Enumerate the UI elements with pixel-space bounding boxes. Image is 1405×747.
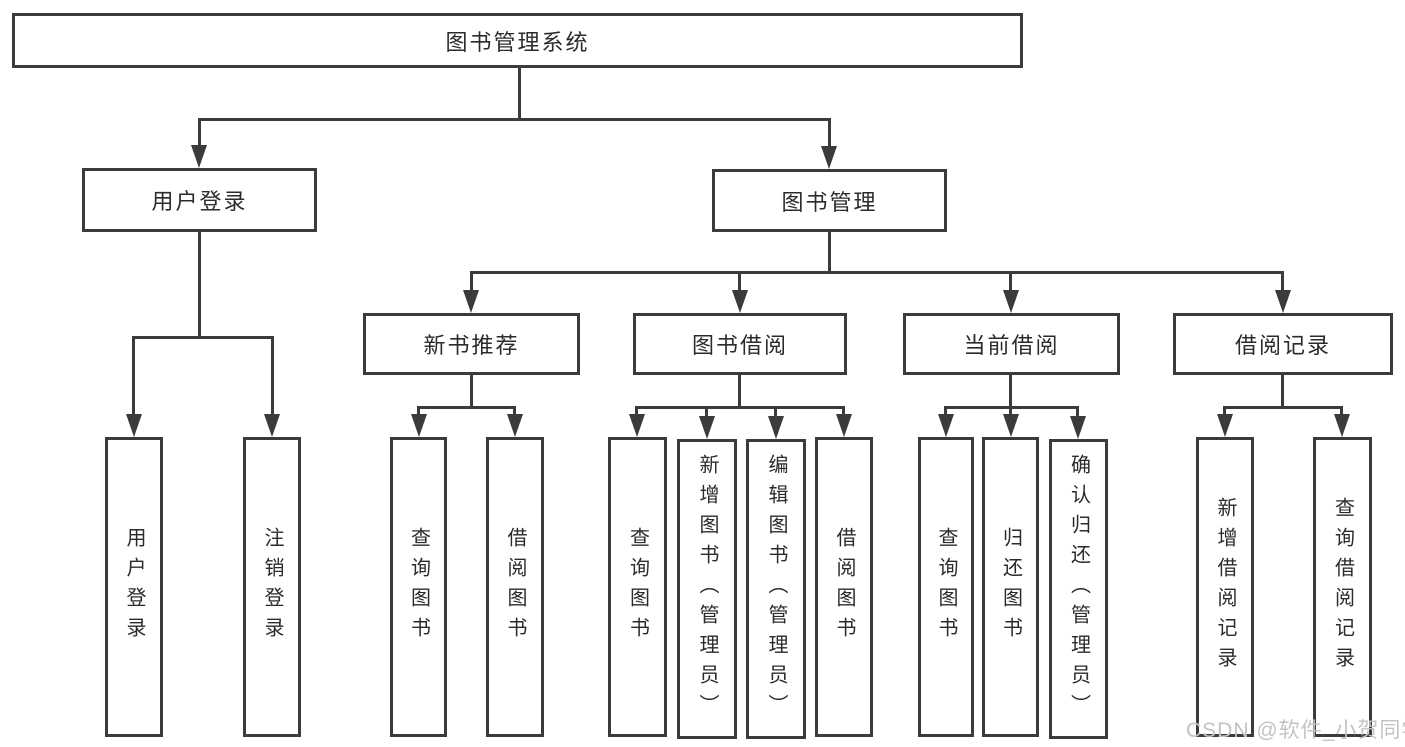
- node-book-borrow: 图书借阅: [633, 313, 847, 375]
- leaf-borrow-book: 借阅图书: [815, 437, 873, 737]
- leaf-label: 查询图书: [626, 527, 649, 647]
- connector-line: [1281, 271, 1284, 293]
- connector-line: [705, 406, 708, 417]
- leaf-label: 新增借阅记录: [1214, 497, 1236, 677]
- node-new-book: 新书推荐: [363, 313, 580, 375]
- arrowhead-down: [699, 416, 715, 439]
- leaf-newbook-borrow: 借阅图书: [486, 437, 544, 737]
- connector-line: [842, 406, 845, 417]
- connector-line: [1223, 406, 1343, 409]
- connector-line: [470, 271, 1284, 274]
- leaf-current-return: 归还图书: [982, 437, 1039, 737]
- leaf-label: 确认归还（管理员）: [1067, 454, 1090, 724]
- node-book-management: 图书管理: [712, 169, 947, 232]
- leaf-label: 借阅图书: [833, 527, 855, 647]
- leaf-newbook-query: 查询图书: [390, 437, 447, 737]
- connector-line: [518, 68, 521, 121]
- connector-line: [828, 232, 831, 274]
- connector-line: [198, 118, 201, 148]
- connector-line: [470, 271, 473, 293]
- connector-line: [132, 336, 274, 339]
- arrowhead-down: [732, 290, 748, 313]
- connector-line: [1281, 375, 1284, 409]
- connector-line: [198, 118, 831, 121]
- node-borrow-records: 借阅记录: [1173, 313, 1393, 375]
- connector-line: [828, 118, 831, 148]
- arrowhead-down: [768, 416, 784, 439]
- arrowhead-down: [836, 414, 852, 437]
- leaf-label: 新增图书（管理员）: [696, 454, 718, 724]
- leaf-label: 查询图书: [935, 527, 957, 647]
- leaf-label: 注销登录: [261, 527, 283, 647]
- node-root: 图书管理系统: [12, 13, 1023, 68]
- leaf-current-query: 查询图书: [918, 437, 974, 737]
- connector-line: [132, 336, 135, 416]
- arrowhead-down: [1275, 290, 1291, 313]
- arrowhead-down: [191, 145, 207, 168]
- connector-line: [635, 406, 845, 409]
- arrowhead-down: [126, 414, 142, 437]
- connector-line: [1009, 375, 1012, 409]
- connector-line: [774, 406, 777, 417]
- leaf-current-confirm-admin: 确认归还（管理员）: [1049, 439, 1108, 739]
- connector-line: [417, 406, 420, 417]
- connector-line: [1009, 271, 1012, 293]
- leaf-records-query: 查询借阅记录: [1313, 437, 1372, 737]
- connector-line: [271, 336, 274, 416]
- csdn-watermark: CSDN @软件_小贺同学: [1186, 719, 1405, 742]
- arrowhead-down: [264, 414, 280, 437]
- connector-line: [738, 375, 741, 409]
- leaf-label: 编辑图书（管理员）: [765, 454, 787, 724]
- connector-line: [1076, 406, 1079, 417]
- connector-line: [513, 406, 516, 417]
- connector-line: [738, 271, 741, 293]
- arrowhead-down: [1217, 414, 1233, 437]
- connector-line: [1009, 406, 1012, 417]
- node-current-borrow: 当前借阅: [903, 313, 1120, 375]
- leaf-borrow-edit-admin: 编辑图书（管理员）: [746, 439, 806, 739]
- arrowhead-down: [1070, 416, 1086, 439]
- arrowhead-down: [629, 414, 645, 437]
- leaf-label: 用户登录: [123, 527, 145, 647]
- arrowhead-down: [1003, 290, 1019, 313]
- arrowhead-down: [411, 414, 427, 437]
- connector-line: [1340, 406, 1343, 417]
- connector-line: [1223, 406, 1226, 417]
- leaf-records-add: 新增借阅记录: [1196, 437, 1254, 737]
- connector-line: [198, 232, 201, 339]
- connector-line: [470, 375, 473, 409]
- arrowhead-down: [463, 290, 479, 313]
- leaf-label: 归还图书: [999, 527, 1022, 647]
- leaf-borrow-add-admin: 新增图书（管理员）: [677, 439, 737, 739]
- leaf-user-login: 用户登录: [105, 437, 163, 737]
- leaf-label: 查询图书: [407, 527, 430, 647]
- arrowhead-down: [1003, 414, 1019, 437]
- node-user-login: 用户登录: [82, 168, 317, 232]
- leaf-label: 借阅图书: [504, 527, 526, 647]
- leaf-logout: 注销登录: [243, 437, 301, 737]
- arrowhead-down: [507, 414, 523, 437]
- leaf-label: 查询借阅记录: [1331, 497, 1354, 677]
- connector-line: [944, 406, 947, 417]
- arrowhead-down: [821, 146, 837, 169]
- connector-line: [417, 406, 516, 409]
- arrowhead-down: [1334, 414, 1350, 437]
- arrowhead-down: [938, 414, 954, 437]
- leaf-borrow-query: 查询图书: [608, 437, 667, 737]
- connector-line: [635, 406, 638, 417]
